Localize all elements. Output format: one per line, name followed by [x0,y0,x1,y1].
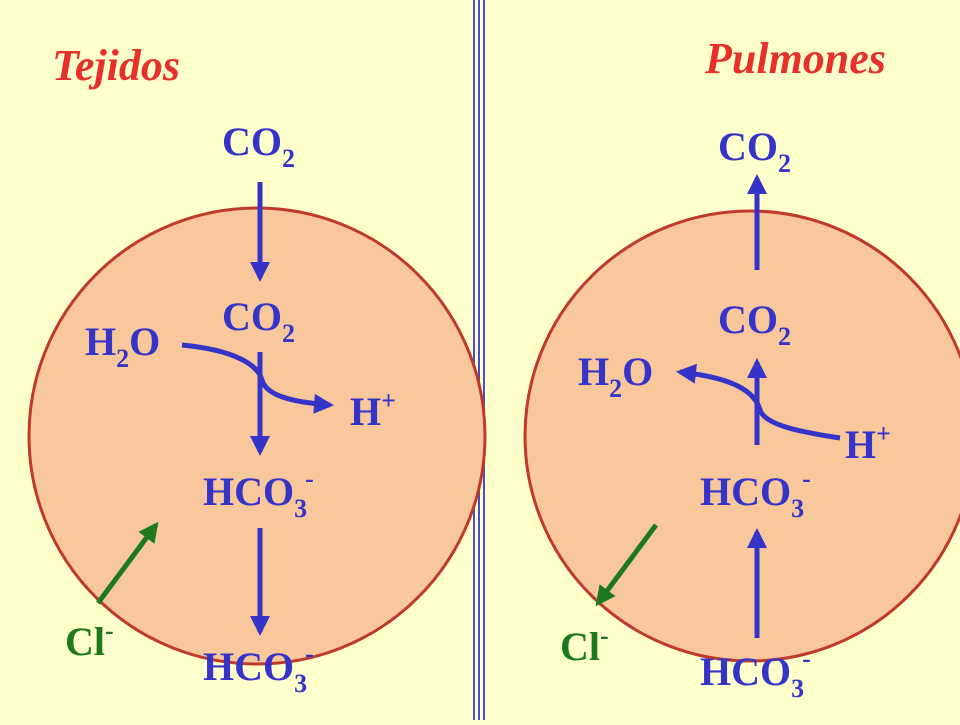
left-h2o-curve-arrow [181,342,334,414]
right-title: Pulmones [704,34,886,83]
left-hco3-inside: HCO3- [203,464,314,523]
right-h-plus-curve-arrow [676,363,841,441]
left-panel: Tejidos CO2 CO2 H2O H+ HCO3- HCO3- Cl- [27,41,487,698]
right-co2-outside: CO2 [718,124,791,178]
left-co2-inside: CO2 [222,294,295,348]
left-title: Tejidos [52,41,180,90]
left-h2o: H2O [85,319,160,373]
right-cl-exit-arrow [595,523,659,607]
right-cl: Cl- [560,621,609,669]
left-cell [27,206,487,666]
right-hco3-outside: HCO3- [700,644,811,703]
panel-divider [473,0,485,720]
right-co2-inside: CO2 [718,297,791,351]
right-panel: Pulmones CO2 CO2 H2O H+ HCO3- HCO3- Cl- [523,34,960,703]
left-h-plus: H+ [350,386,396,434]
right-h-plus: H+ [845,419,891,467]
left-cl: Cl- [65,616,114,664]
left-co2-outside: CO2 [222,119,295,173]
left-hco3-outside: HCO3- [203,639,314,698]
right-hco3-inside: HCO3- [700,464,811,523]
left-cl-entry-arrow [95,521,159,605]
right-h2o: H2O [578,349,653,403]
right-cell [523,209,960,663]
